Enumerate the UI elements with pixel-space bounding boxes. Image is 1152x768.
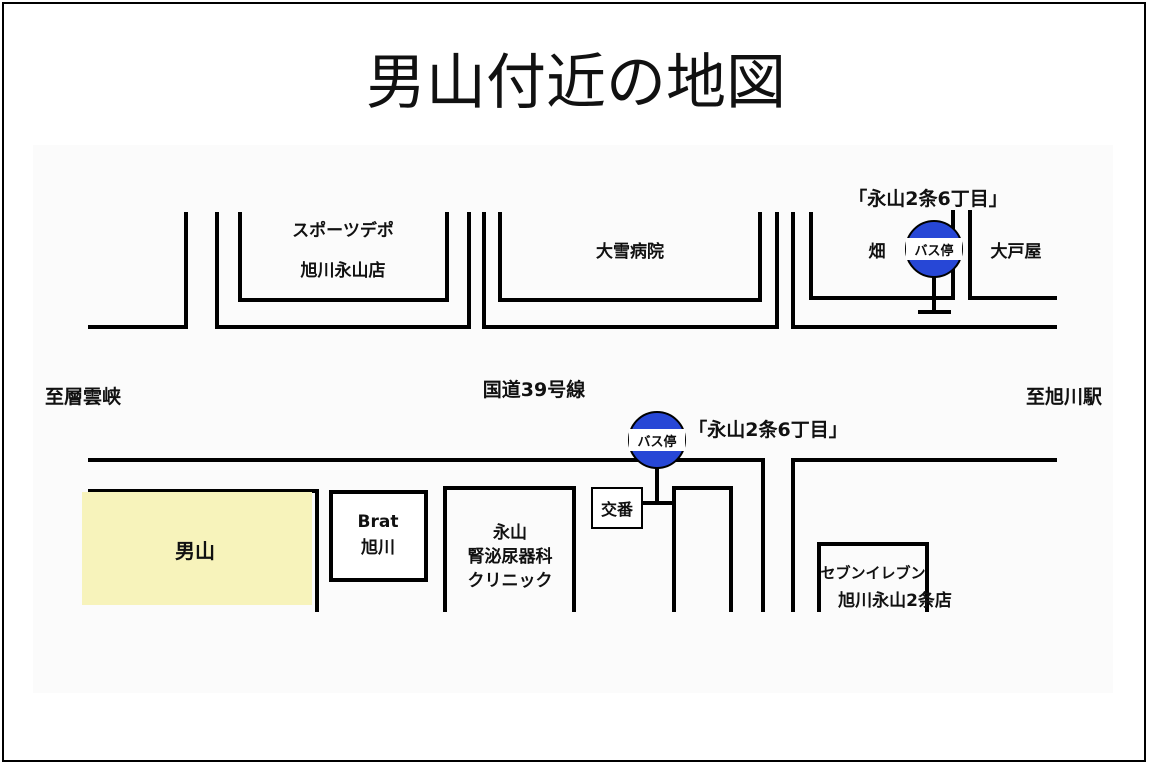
page-title: 男山付近の地図	[366, 48, 786, 118]
koban-label: 交番	[601, 500, 634, 519]
road-lines	[88, 210, 1057, 612]
brat-label: Brat	[358, 512, 399, 532]
sports-depo-label-2: 旭川永山店	[300, 260, 386, 281]
clinic-label-3: クリニック	[468, 571, 553, 591]
hospital-label: 大雪病院	[596, 241, 664, 262]
route-39-label: 国道39号線	[483, 378, 585, 401]
koban-building	[591, 487, 643, 529]
bus-stop-north-name: 「永山2条6丁目」	[848, 187, 1007, 210]
west-direction-label: 至層雲峡	[45, 385, 122, 408]
field-label: 畑	[869, 242, 886, 262]
sports-depo-label: スポーツデポ	[292, 220, 394, 241]
bus-stop-north-icon: バス停	[905, 220, 963, 314]
brat-label-2: 旭川	[360, 537, 395, 558]
clinic-label-2: 腎泌尿器科	[468, 546, 553, 567]
brat-building	[329, 490, 428, 582]
bus-stop-south-name: 「永山2条6丁目」	[688, 418, 847, 441]
otoya-label: 大戸屋	[991, 241, 1042, 262]
east-direction-label: 至旭川駅	[1026, 386, 1103, 408]
bus-stop-south-sign: バス停	[637, 434, 676, 450]
clinic-label: 永山	[492, 522, 527, 543]
seven-eleven-label: セブンイレブン	[820, 564, 925, 582]
seven-eleven-label-2: 旭川永山2条店	[837, 590, 952, 611]
bus-stop-south-icon: バス停	[628, 411, 686, 505]
otokoyama-area	[82, 492, 312, 605]
bus-stop-north-sign: バス停	[914, 243, 953, 259]
otokoyama-label: 男山	[175, 539, 215, 563]
